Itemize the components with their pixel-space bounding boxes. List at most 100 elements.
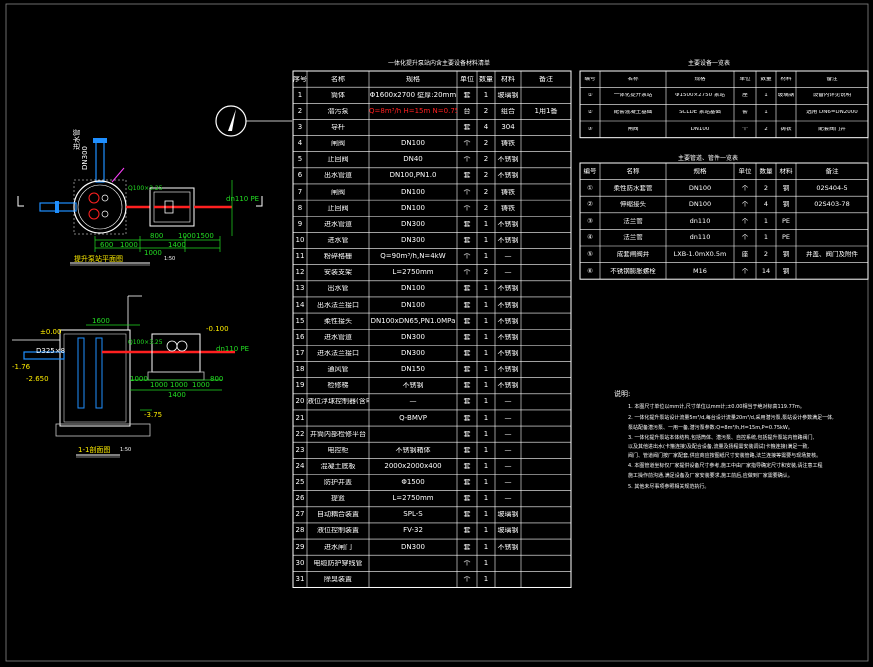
plan-dim-7: 1000 — [144, 249, 162, 257]
table-cell: 套 — [742, 109, 748, 115]
pipe-table-title: 主要管道、管件一览表 — [678, 155, 739, 162]
table-cell: 不锈钢 — [497, 301, 519, 309]
north-arrow — [215, 105, 292, 137]
notes-line-6: 阀门、管道阀门按厂家配套,供应商应按图纸尺寸安装管路,法兰连接等需要与现场复核。 — [628, 453, 822, 459]
table-cell: 进水管道 — [324, 333, 352, 341]
table-cell: 进水闸门 — [324, 543, 352, 551]
table-cell: 通风管 — [327, 366, 349, 374]
table-header-cell: 规格 — [406, 75, 420, 83]
table-cell: 套 — [463, 495, 471, 503]
table-cell: 除臭装置 — [324, 575, 352, 583]
table-cell: 1 — [483, 285, 489, 293]
table-cell: 20 — [295, 398, 305, 406]
table-cell: 铸铁 — [501, 204, 515, 212]
table-cell: 2000x2000x400 — [384, 462, 442, 470]
table-cell: 1 — [483, 382, 489, 390]
table-cell: 铸铁 — [501, 188, 515, 196]
table-cell: 粉碎格栅 — [324, 253, 352, 261]
table-cell: 19 — [295, 382, 305, 390]
table-cell: 套 — [463, 333, 471, 341]
table-cell: 进水管 — [327, 236, 349, 244]
table-cell: 闸阀 — [331, 140, 345, 148]
table-cell: 6 — [297, 172, 303, 180]
table-cell: 玻璃钢 — [497, 511, 519, 519]
table-cell: 个 — [741, 234, 749, 241]
table-cell: 套 — [463, 414, 471, 422]
section-dim-c: 1000 — [192, 381, 210, 389]
section-elev-2: -1.76 — [12, 363, 31, 371]
table-cell: 26 — [295, 495, 305, 503]
table-header-cell: 备注 — [539, 75, 553, 83]
table-cell: 井筒内部检修平台 — [310, 430, 366, 438]
table-cell: 筒体 — [331, 91, 345, 99]
table-cell: 个 — [741, 201, 749, 208]
notes-line-2: 2. 一体化提升泵站设计流量5m³/d,每台设计流量20m³/d,采用潜污泵,泵… — [628, 415, 834, 421]
table-cell: 液位控制装置 — [317, 527, 359, 535]
table-cell: 2 — [763, 184, 769, 192]
table-cell: dn110 — [689, 217, 711, 225]
table-cell: 1 — [483, 543, 489, 551]
table-cell: ⑤ — [587, 251, 593, 258]
table-header-cell: 规格 — [694, 76, 706, 82]
table-cell: 不锈钢 — [497, 349, 519, 357]
table-cell: 套 — [463, 446, 471, 454]
table-header-cell: 单位 — [738, 168, 752, 175]
table-cell: — — [504, 495, 512, 503]
table-cell: ③ — [587, 217, 593, 225]
table-cell: 自动耦合装置 — [317, 511, 359, 519]
table-cell: 2 — [483, 204, 489, 212]
table-cell: 钢 — [782, 251, 790, 258]
plan-dim-4: 800 — [150, 232, 164, 240]
table-cell: 1 — [483, 301, 489, 309]
table-cell: dn110 — [689, 234, 711, 241]
section-elev-1: -0.100 — [206, 325, 229, 333]
table-cell: 出水管 — [327, 285, 349, 293]
table-cell: Q=90m³/h,N=4kW — [380, 253, 446, 261]
table-header-cell: 数量 — [760, 76, 772, 82]
table-cell: 不锈钢 — [497, 172, 519, 180]
table-cell: 钢 — [782, 184, 790, 192]
table-cell: 1 — [483, 559, 489, 567]
table-cell: — — [409, 398, 417, 406]
table-cell: 1 — [483, 575, 489, 583]
table-cell: 个 — [463, 188, 471, 196]
table-header-cell: 序号 — [293, 75, 307, 83]
table-header-cell: 单位 — [739, 76, 751, 82]
table-header-cell: 数量 — [479, 75, 493, 83]
table-cell: 电缆防护穿线管 — [313, 559, 363, 567]
pipe-table-grid — [579, 162, 869, 280]
table-cell: 28 — [295, 527, 305, 535]
table-cell: 套 — [463, 123, 471, 131]
table-cell: 套 — [463, 398, 471, 406]
table-cell: 个 — [463, 156, 471, 164]
main-table-title: 一体化提升泵站内含主要设备材料清单 — [388, 60, 491, 67]
table-cell: DN100 — [401, 188, 425, 196]
table-cell: 02S404-5 — [816, 184, 848, 192]
table-cell: 4 — [483, 123, 489, 131]
table-cell: 1 — [483, 91, 489, 99]
table-cell: 一体化提升泵站 — [613, 93, 653, 99]
table-cell: FV-32 — [403, 527, 423, 535]
table-header-cell: 材料 — [780, 76, 792, 82]
table-cell: 1 — [763, 234, 769, 241]
table-cell: 1 — [483, 495, 489, 503]
table-header-cell: 编号 — [583, 168, 597, 175]
table-cell: 24 — [295, 462, 305, 470]
table-cell: 1 — [763, 217, 769, 225]
table-cell: 29 — [295, 543, 305, 551]
table-cell: 套 — [463, 462, 471, 470]
table-cell: 1 — [483, 462, 489, 470]
table-cell: 套 — [463, 479, 471, 487]
table-cell: 不锈钢箱体 — [395, 446, 431, 454]
table-cell: 台 — [463, 107, 471, 115]
section-pipe-label: D325×8 — [36, 347, 66, 355]
equip-table-grid — [579, 70, 869, 139]
table-cell: 1 — [483, 430, 489, 438]
notes-line-3: 泵站配备潜污泵、一用一备,潜污泵参数:Q=8m³/h,H=15m,P=0.75k… — [628, 425, 793, 431]
table-cell: 电控柜 — [327, 446, 349, 454]
table-cell: 3 — [297, 123, 303, 131]
table-cell: 15 — [295, 317, 305, 325]
table-header-cell: 备注 — [825, 168, 839, 175]
table-cell: 1 — [483, 414, 489, 422]
notes-line-8: 施工操作前沟通,满足设备及厂家安装要求,施工前后,应做到厂家需要确认。 — [628, 473, 793, 479]
